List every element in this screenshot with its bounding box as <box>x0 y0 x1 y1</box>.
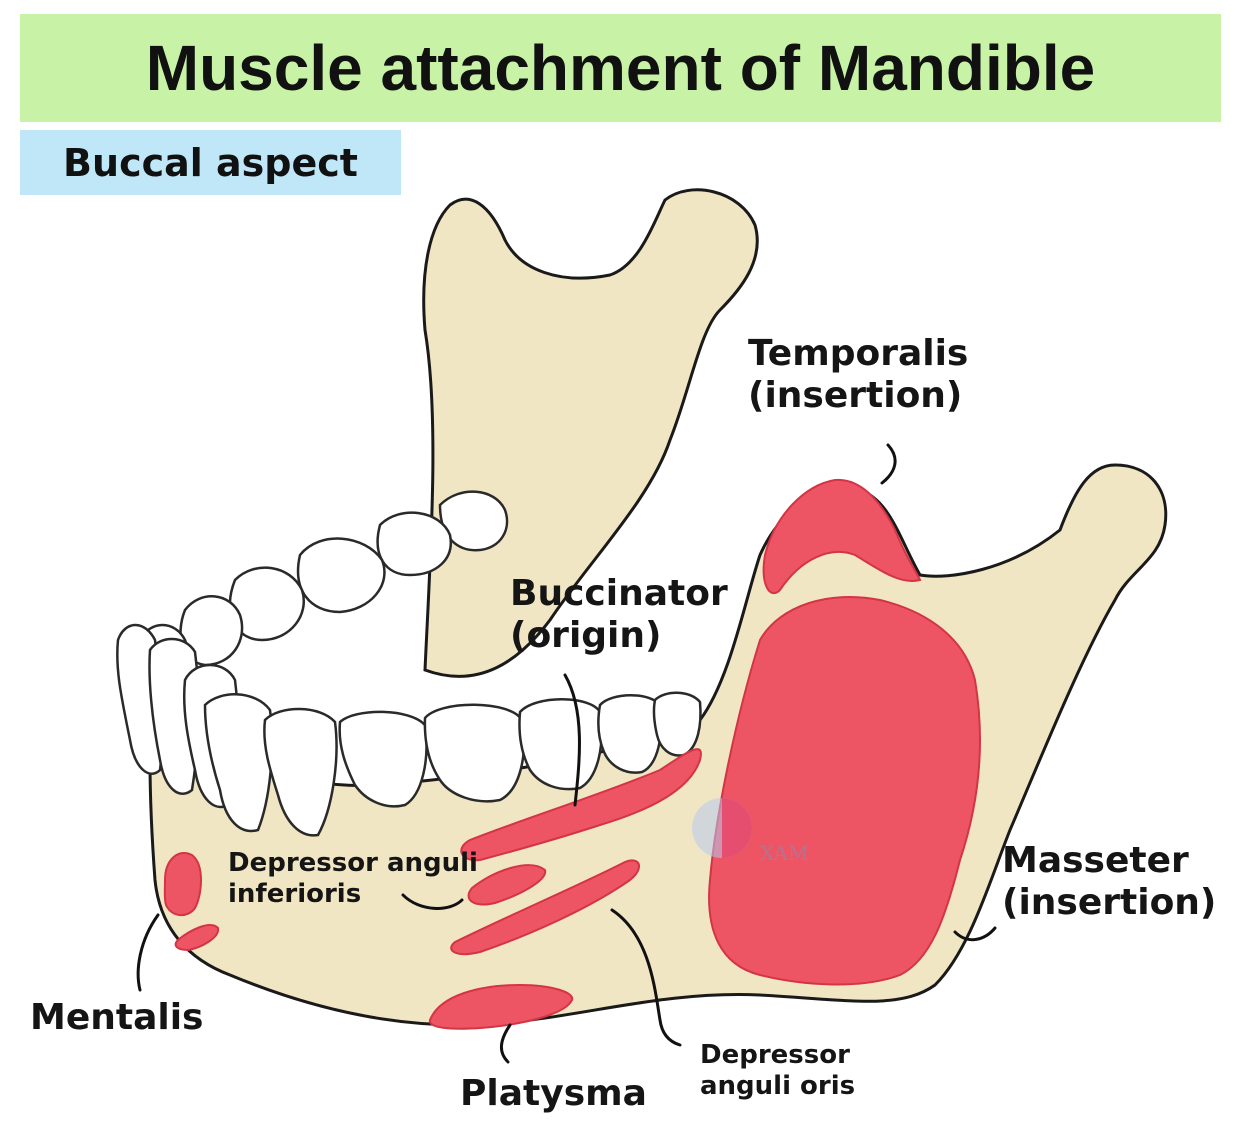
title-banner: Muscle attachment of Mandible <box>20 14 1221 122</box>
mentalis-attachment <box>163 852 202 917</box>
depressor-anguli-oris-pointer <box>610 908 682 1047</box>
buccinator-pointer <box>563 673 581 807</box>
depressor-labii-attachment <box>174 924 220 952</box>
label-depressor-anguli-oris: Depressor anguli oris <box>700 1040 856 1101</box>
subtitle-banner: Buccal aspect <box>20 130 401 195</box>
front-teeth <box>116 623 702 837</box>
temporalis-attachment <box>762 478 922 594</box>
label-masseter: Masseter (insertion) <box>1002 840 1217 924</box>
label-platysma: Platysma <box>460 1073 647 1114</box>
depressor-anguli-oris-attachment-1 <box>467 864 547 906</box>
label-buccinator: Buccinator (origin) <box>510 573 728 657</box>
muscle-attachments <box>163 478 981 1030</box>
label-depressor-anguli-inferioris: Depressor anguli inferioris <box>228 848 478 909</box>
page-title: Muscle attachment of Mandible <box>145 32 1096 104</box>
label-mentalis: Mentalis <box>30 997 204 1038</box>
masseter-pointer <box>953 926 997 942</box>
label-temporalis: Temporalis (insertion) <box>748 333 969 417</box>
masseter-attachment <box>708 596 981 986</box>
page-subtitle: Buccal aspect <box>63 140 358 185</box>
watermark-text: XAM <box>760 841 808 865</box>
mentalis-pointer <box>136 913 160 992</box>
left-ramus <box>422 188 759 678</box>
buccinator-attachment <box>460 748 702 862</box>
depressor-anguli-oris-attachment-2 <box>450 859 640 956</box>
pointer-lines <box>136 443 997 1064</box>
temporalis-pointer <box>880 443 897 485</box>
platysma-pointer <box>500 1023 512 1064</box>
platysma-attachment <box>429 983 574 1030</box>
depressor-anguli-inferioris-pointer <box>401 893 464 910</box>
watermark-logo: XAM <box>692 798 808 865</box>
